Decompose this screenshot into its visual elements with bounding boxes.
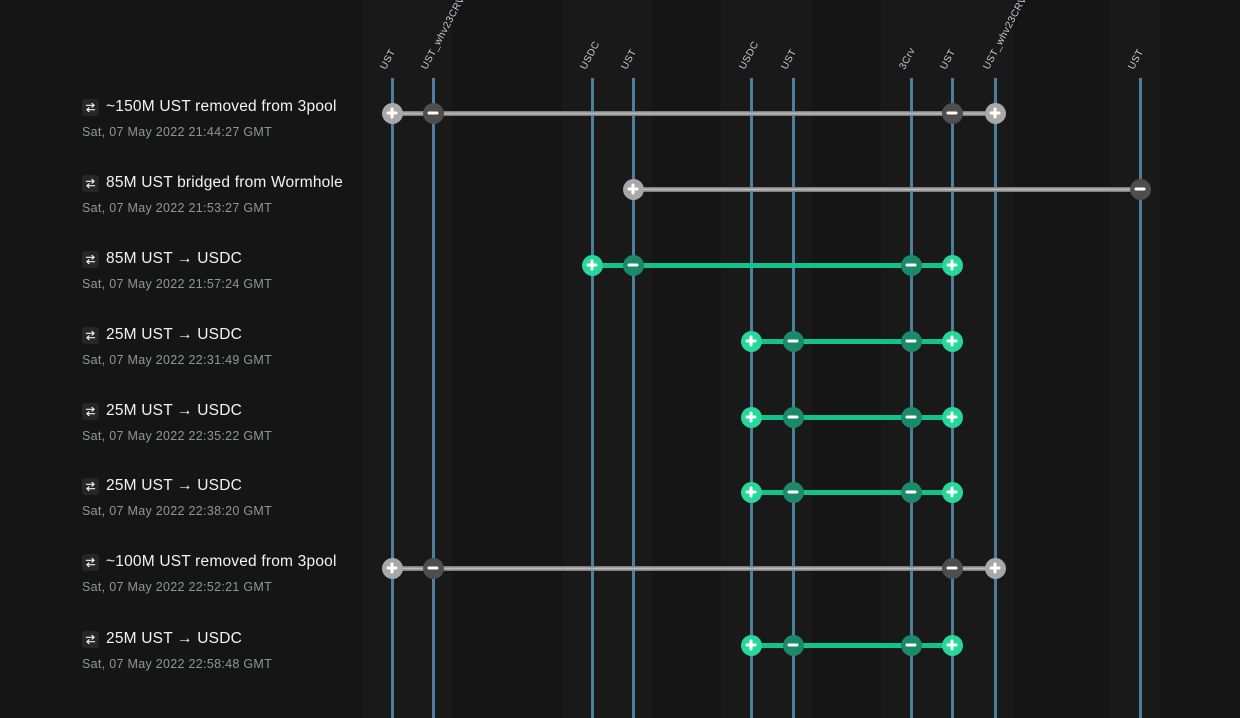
minus-marker[interactable]: [782, 406, 804, 428]
event-timestamp: Sat, 07 May 2022 21:44:27 GMT: [82, 125, 273, 139]
event-title: 25M UST → USDC: [106, 477, 243, 494]
lane-line: [1138, 78, 1142, 718]
event-title: 25M UST → USDC: [106, 630, 243, 647]
lane-line: [749, 78, 753, 718]
event-timestamp: Sat, 07 May 2022 22:35:22 GMT: [82, 429, 273, 443]
plus-marker[interactable]: [941, 481, 963, 503]
event-timestamp: Sat, 07 May 2022 22:31:49 GMT: [82, 353, 273, 367]
lane-line: [993, 78, 997, 718]
plus-marker[interactable]: [381, 102, 403, 124]
event-title: 25M UST → USDC: [106, 402, 243, 419]
event-title-line: 85M UST → USDC: [82, 247, 272, 271]
plus-marker[interactable]: [941, 634, 963, 656]
lane-line: [791, 78, 795, 718]
swap-arrows-icon: [82, 477, 99, 495]
minus-marker[interactable]: [941, 102, 963, 124]
event-title: ~100M UST removed from 3pool: [106, 553, 337, 570]
plus-marker[interactable]: [941, 330, 963, 352]
swap-arrows-icon: [82, 98, 99, 116]
event-timestamp: Sat, 07 May 2022 22:38:20 GMT: [82, 504, 273, 518]
plus-marker[interactable]: [622, 178, 644, 200]
plus-marker[interactable]: [740, 406, 762, 428]
event-title-line: ~150M UST removed from 3pool: [82, 95, 337, 119]
event-title-line: ~100M UST removed from 3pool: [82, 550, 337, 574]
event-timestamp: Sat, 07 May 2022 22:58:48 GMT: [82, 657, 273, 671]
event-title: 85M UST bridged from Wormhole: [106, 174, 343, 191]
plus-marker[interactable]: [740, 634, 762, 656]
lane-line: [390, 78, 394, 718]
minus-marker[interactable]: [941, 557, 963, 579]
lane-group-band: [721, 0, 812, 718]
swap-arrows-icon: [82, 553, 99, 571]
plus-marker[interactable]: [740, 330, 762, 352]
lane-line: [590, 78, 594, 718]
event-info[interactable]: 25M UST → USDC Sat, 07 May 2022 22:58:48 …: [82, 627, 272, 672]
event-info[interactable]: 85M UST → USDC Sat, 07 May 2022 21:57:24 …: [82, 247, 272, 292]
lane-line: [909, 78, 913, 718]
lane-group-band: [1110, 0, 1160, 718]
lane-line: [431, 78, 435, 718]
event-title-line: 25M UST → USDC: [82, 474, 272, 498]
plus-marker[interactable]: [941, 406, 963, 428]
minus-marker[interactable]: [422, 102, 444, 124]
minus-marker[interactable]: [900, 481, 922, 503]
minus-marker[interactable]: [782, 481, 804, 503]
plus-marker[interactable]: [984, 557, 1006, 579]
swap-arrows-icon: [82, 630, 99, 648]
event-timestamp: Sat, 07 May 2022 21:57:24 GMT: [82, 277, 273, 291]
event-info[interactable]: 25M UST → USDC Sat, 07 May 2022 22:31:49 …: [82, 323, 272, 368]
event-title-line: 25M UST → USDC: [82, 323, 272, 347]
event-title-line: 85M UST bridged from Wormhole: [82, 171, 343, 195]
swap-arrows-icon: [82, 174, 99, 192]
minus-marker[interactable]: [622, 254, 644, 276]
minus-marker[interactable]: [900, 406, 922, 428]
lane-line: [631, 78, 635, 718]
plus-marker[interactable]: [381, 557, 403, 579]
event-info[interactable]: 25M UST → USDC Sat, 07 May 2022 22:38:20 …: [82, 474, 272, 519]
plus-marker[interactable]: [581, 254, 603, 276]
event-timestamp: Sat, 07 May 2022 22:52:21 GMT: [82, 580, 273, 594]
event-title: ~150M UST removed from 3pool: [106, 98, 337, 115]
event-title-line: 25M UST → USDC: [82, 399, 272, 423]
lane-group-band: [562, 0, 652, 718]
event-title: 25M UST → USDC: [106, 326, 243, 343]
swap-arrows-icon: [82, 326, 99, 344]
event-title: 85M UST → USDC: [106, 250, 243, 267]
event-timestamp: Sat, 07 May 2022 21:53:27 GMT: [82, 201, 273, 215]
plus-marker[interactable]: [941, 254, 963, 276]
minus-marker[interactable]: [782, 634, 804, 656]
swap-arrows-icon: [82, 250, 99, 268]
minus-marker[interactable]: [782, 330, 804, 352]
minus-marker[interactable]: [900, 254, 922, 276]
lane-line: [950, 78, 954, 718]
event-info[interactable]: 25M UST → USDC Sat, 07 May 2022 22:35:22 …: [82, 399, 272, 444]
plus-marker[interactable]: [984, 102, 1006, 124]
minus-marker[interactable]: [900, 330, 922, 352]
minus-marker[interactable]: [1129, 178, 1151, 200]
minus-marker[interactable]: [900, 634, 922, 656]
swap-arrows-icon: [82, 402, 99, 420]
minus-marker[interactable]: [422, 557, 444, 579]
plus-marker[interactable]: [740, 481, 762, 503]
event-title-line: 25M UST → USDC: [82, 627, 272, 651]
